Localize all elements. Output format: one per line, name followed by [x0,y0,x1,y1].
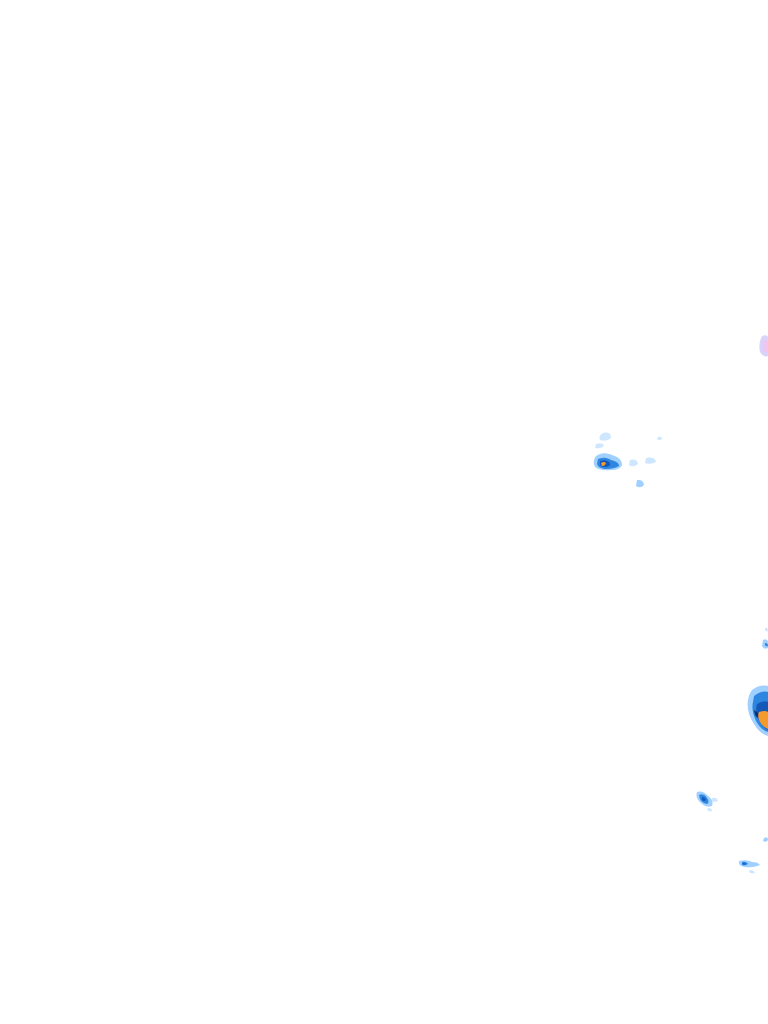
echo-outer [707,808,712,812]
echo-speck [763,837,768,842]
echo-outer [595,443,604,449]
echo-speck [765,643,768,647]
echo-outer [636,479,644,488]
echo-speck [765,627,768,632]
echo-core [758,711,768,729]
echo-outer [712,797,718,802]
echo-specks-right [762,627,768,649]
echo-speck [743,863,746,865]
echo-inner [702,797,706,801]
echo-cell-right-strong [747,685,768,736]
echo-cell-right-upper [759,335,768,357]
echo-cell-lower-mid [696,791,718,812]
echo-outer [629,459,638,467]
echo-speck [749,870,755,874]
echo-specks-lower-right [738,837,768,874]
echo-outer [657,436,662,440]
echo-outer [645,457,656,464]
echo-core [601,462,606,466]
echo-cell-central [593,432,662,488]
echo-outer [599,432,611,441]
echo-faint-core [763,340,768,353]
